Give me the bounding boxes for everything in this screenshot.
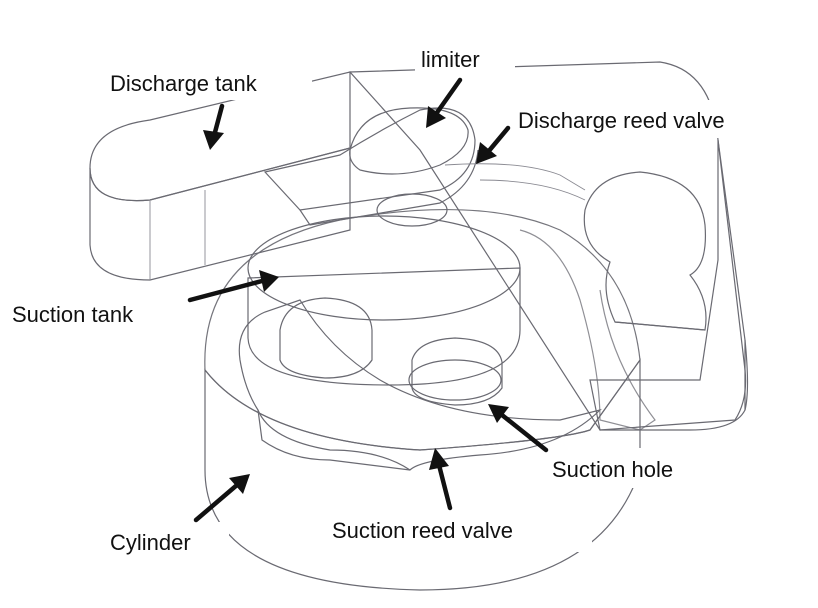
arrow-suction-reed-valve xyxy=(429,448,453,511)
right-chamber xyxy=(519,171,707,431)
label-cylinder: Cylinder xyxy=(104,522,229,560)
discharge-reed-valve-plate xyxy=(263,107,479,227)
label-suction-reed-valve-text: Suction reed valve xyxy=(332,518,513,543)
suction-tank-body xyxy=(247,215,521,406)
arrow-suction-hole xyxy=(488,404,549,453)
arrow-discharge-reed-valve xyxy=(476,125,511,164)
arrow-suction-tank xyxy=(187,270,279,303)
label-suction-tank-text: Suction tank xyxy=(12,302,134,327)
label-suction-hole: Suction hole xyxy=(540,448,723,488)
label-discharge-tank: Discharge tank xyxy=(102,66,312,100)
label-discharge-reed-valve-text: Discharge reed valve xyxy=(518,108,725,133)
suction-hole-shape xyxy=(408,359,502,401)
label-suction-hole-text: Suction hole xyxy=(552,457,673,482)
limiter-plate xyxy=(349,107,469,175)
discharge-tank-body xyxy=(89,71,351,281)
arrow-discharge-tank xyxy=(203,103,225,150)
arrow-limiter xyxy=(426,77,463,128)
label-suction-reed-valve: Suction reed valve xyxy=(322,508,592,552)
suction-reed-valve-plate xyxy=(238,299,602,471)
label-discharge-reed-valve: Discharge reed valve xyxy=(510,100,805,138)
label-cylinder-text: Cylinder xyxy=(110,530,191,555)
arrow-cylinder xyxy=(193,474,250,523)
groove-line xyxy=(479,179,586,201)
label-discharge-tank-text: Discharge tank xyxy=(110,71,258,96)
groove-line xyxy=(444,163,586,191)
housing-body xyxy=(348,61,749,431)
label-limiter-text: limiter xyxy=(421,47,480,72)
label-suction-tank: Suction tank xyxy=(6,294,181,332)
label-limiter: limiter xyxy=(415,42,515,76)
